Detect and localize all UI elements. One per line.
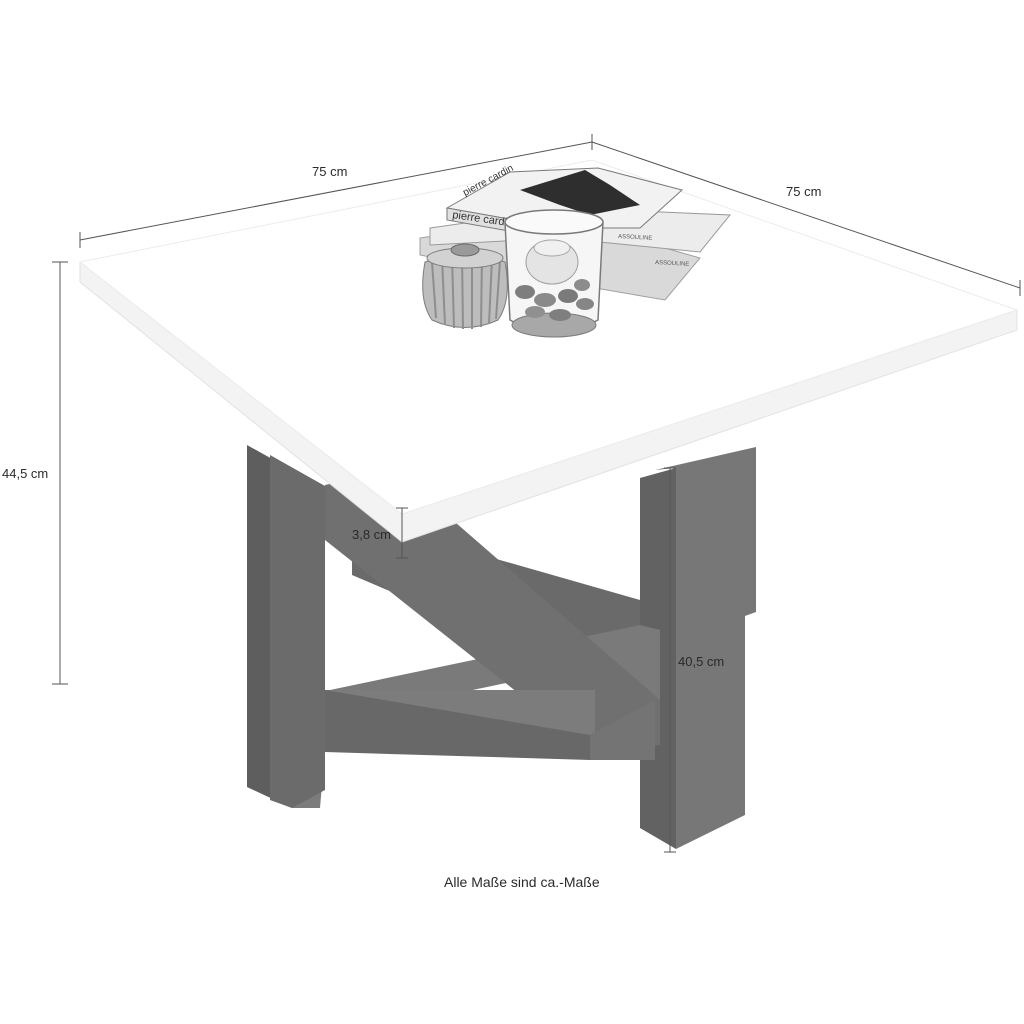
cross-bar-front bbox=[325, 690, 640, 760]
table-decor: ASSOULINE ASSOULINE pierre cardin pierre… bbox=[419, 163, 732, 338]
back-right-leg bbox=[655, 447, 756, 849]
approximate-dimensions-note: Alle Maße sind ca.-Maße bbox=[444, 874, 600, 890]
leg-height-label: 40,5 cm bbox=[678, 654, 724, 669]
book-top-cover-image bbox=[520, 170, 640, 215]
total-height-label: 44,5 cm bbox=[2, 466, 48, 481]
cross-bar-front-right bbox=[590, 700, 655, 760]
dimension-lines bbox=[52, 134, 1021, 853]
front-left-leg-inner bbox=[270, 455, 325, 808]
book-publisher-2: ASSOULINE bbox=[655, 260, 690, 268]
ribbed-vase bbox=[422, 243, 508, 330]
table-frame bbox=[247, 445, 756, 849]
book-publisher-1: ASSOULINE bbox=[618, 234, 653, 242]
width-label: 75 cm bbox=[312, 164, 347, 179]
glass-jar bbox=[504, 209, 604, 338]
depth-label: 75 cm bbox=[786, 184, 821, 199]
top-thickness-label: 3,8 cm bbox=[352, 527, 391, 542]
